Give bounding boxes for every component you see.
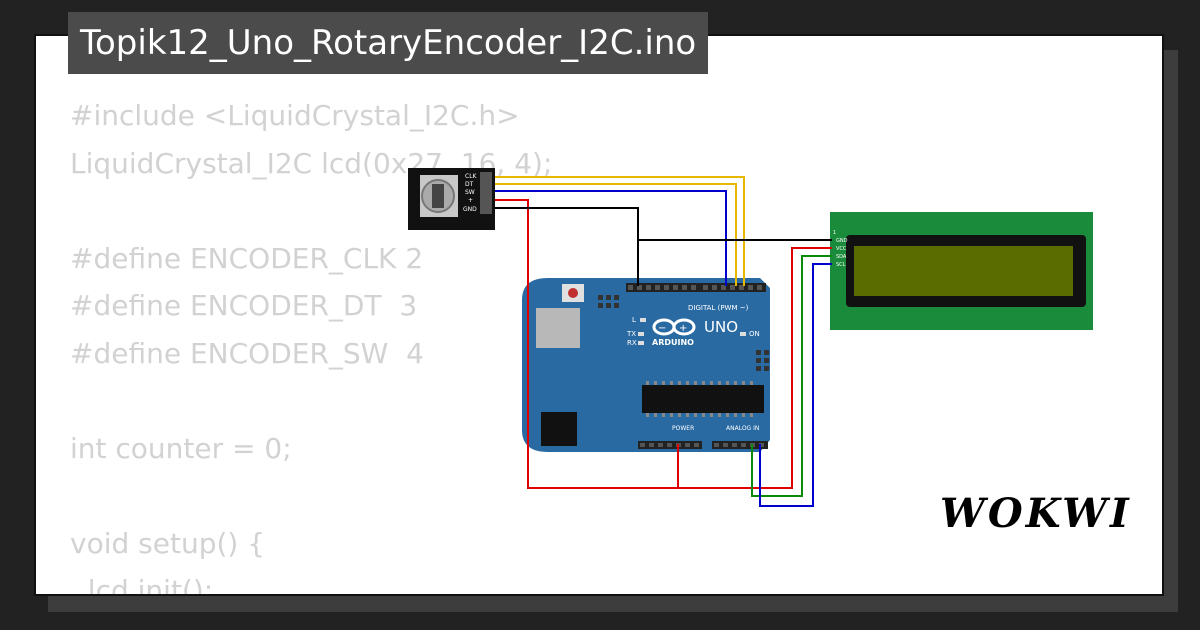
code-line: #define ENCODER_DT 3 xyxy=(70,289,418,322)
svg-text:SDA: SDA xyxy=(836,254,847,260)
wokwi-logo: WOKWI xyxy=(940,490,1132,537)
wire-sw xyxy=(495,190,727,286)
svg-text:SW: SW xyxy=(465,189,475,196)
rotary-encoder[interactable]: CLK DT SW + GND xyxy=(408,168,495,230)
code-line: #define ENCODER_SW 4 xyxy=(70,336,424,370)
svg-text:SCL: SCL xyxy=(836,262,846,268)
code-line: lcd.init(); xyxy=(70,574,214,596)
svg-text:RX: RX xyxy=(627,339,637,347)
wire-dt xyxy=(495,183,737,286)
board-brand: ARDUINO xyxy=(652,338,694,347)
wire-lcd-scl xyxy=(759,263,832,507)
wire-clk xyxy=(495,176,745,286)
atmega-chip xyxy=(642,385,764,413)
wires xyxy=(495,176,832,507)
svg-text:L: L xyxy=(632,316,636,324)
svg-text:CLK: CLK xyxy=(465,173,478,180)
wire-lcd-vcc xyxy=(678,247,832,489)
digital-header-label: DIGITAL (PWM ~) xyxy=(688,304,749,312)
wire-encoder-gnd xyxy=(495,207,639,286)
code-line: void setup() { xyxy=(70,526,266,560)
arduino-uno-board[interactable]: DIGITAL (PWM ~) L TX RX ON − + UNO ARDUI… xyxy=(522,278,770,452)
analog-header xyxy=(712,441,768,449)
code-line: LiquidCrystal_I2C lcd(0x27, 16, 4); xyxy=(70,146,553,180)
svg-text:+: + xyxy=(468,197,473,204)
svg-text:TX: TX xyxy=(626,330,636,338)
page-title: Topik12_Uno_RotaryEncoder_I2C.ino xyxy=(68,12,709,74)
power-header-label: POWER xyxy=(672,425,694,432)
lcd-screen xyxy=(854,246,1073,296)
svg-text:+: + xyxy=(679,323,687,334)
svg-text:DT: DT xyxy=(465,181,474,188)
board-model: UNO xyxy=(704,318,738,336)
arduino-logo-icon: − + xyxy=(652,318,696,336)
svg-text:VCC: VCC xyxy=(836,246,847,252)
svg-text:ON: ON xyxy=(749,330,760,338)
code-line: #include <LiquidCrystal_I2C.h> xyxy=(70,99,520,132)
code-line: #define ENCODER_CLK 2 xyxy=(70,241,424,275)
svg-text:−: − xyxy=(658,323,666,334)
svg-text:GND: GND xyxy=(463,206,477,213)
analog-header-label: ANALOG IN xyxy=(726,425,759,432)
svg-text:1: 1 xyxy=(833,230,836,236)
usb-connector xyxy=(536,308,580,348)
svg-text:GND: GND xyxy=(836,238,848,244)
code-line: int counter = 0; xyxy=(70,431,292,465)
wire-lcd-sda xyxy=(751,255,832,497)
power-jack xyxy=(541,412,577,446)
code-preview: #include <LiquidCrystal_I2C.h> LiquidCry… xyxy=(70,92,553,596)
wire-encoder-vcc xyxy=(495,199,679,489)
lcd-i2c-module[interactable]: 1 GND VCC SDA SCL xyxy=(830,212,1093,330)
